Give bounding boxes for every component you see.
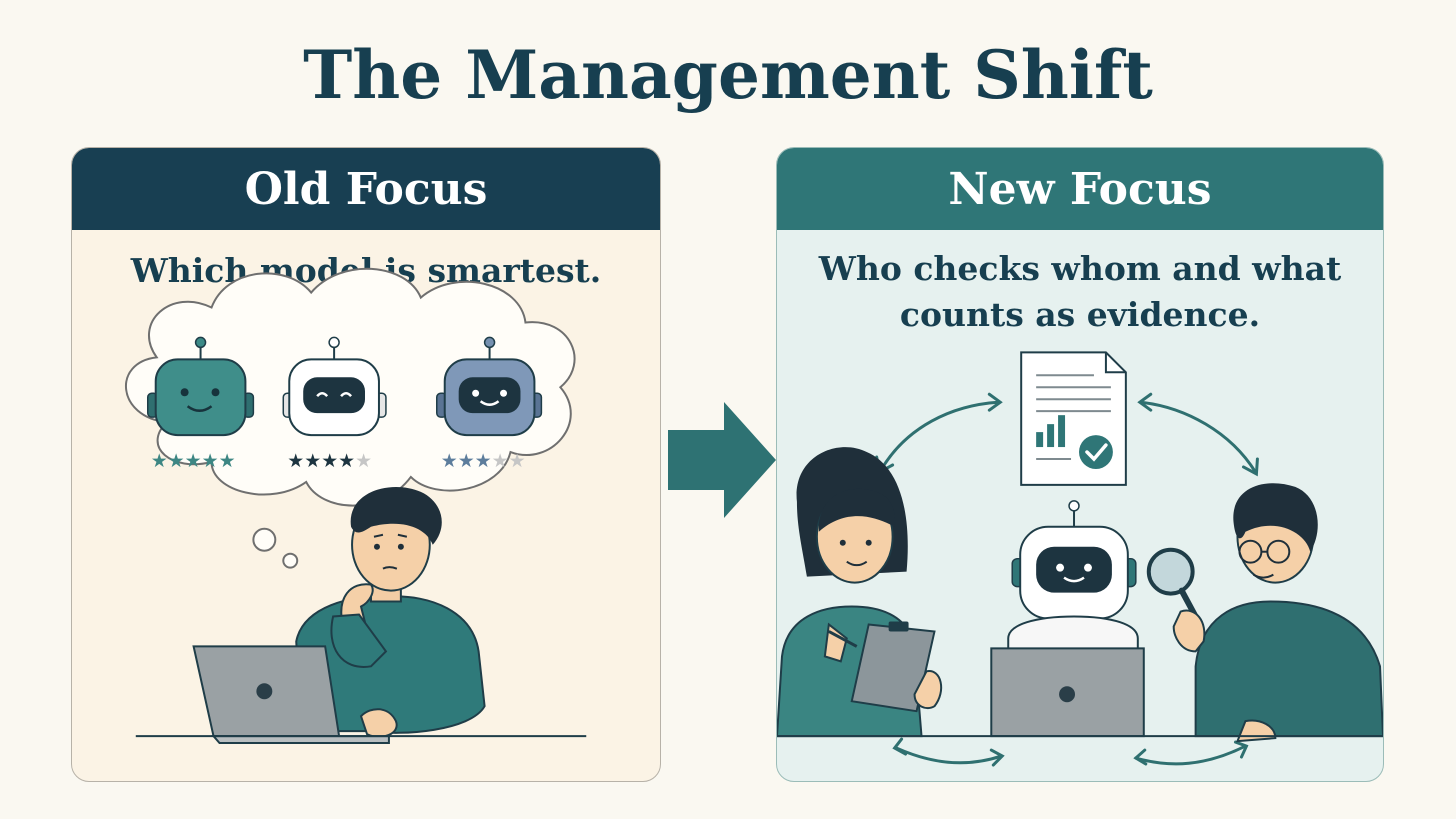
white-robot-rating: ★★★★★ xyxy=(287,450,372,472)
blue-robot-icon xyxy=(436,336,543,437)
evidence-document-icon xyxy=(1020,351,1127,486)
green-robot-icon xyxy=(146,336,255,437)
page-title: The Management Shift xyxy=(303,36,1153,114)
new-focus-panel: New Focus Who checks whom and what count… xyxy=(776,147,1384,782)
new-focus-illustration xyxy=(777,351,1383,767)
reviewer-woman xyxy=(777,447,943,738)
magnifying-glass-icon xyxy=(1146,547,1199,620)
new-focus-caption: Who checks whom and what counts as evide… xyxy=(818,249,1342,334)
reviewer-man xyxy=(1146,483,1383,743)
thinking-person xyxy=(295,486,486,738)
blue-robot-rating: ★★★★★ xyxy=(441,450,526,472)
laptop-icon xyxy=(990,647,1145,738)
svg-text:★★★★★: ★★★★★ xyxy=(151,450,236,472)
svg-text:★★★★★: ★★★★★ xyxy=(441,450,526,472)
old-focus-illustration: ★★★★★ ★★★★★ ★★★★★ xyxy=(124,267,587,745)
old-focus-panel: Old Focus Which model is smartest. xyxy=(71,147,661,782)
new-focus-header: New Focus xyxy=(777,148,1383,230)
shift-arrow-icon xyxy=(668,402,776,518)
old-focus-header: Old Focus xyxy=(72,148,660,230)
green-robot-rating: ★★★★★ xyxy=(151,450,236,472)
center-robot-icon xyxy=(1007,500,1139,658)
white-robot-icon xyxy=(282,336,387,437)
verification-arrows xyxy=(875,392,1259,767)
svg-text:★★★★★: ★★★★★ xyxy=(287,450,372,472)
